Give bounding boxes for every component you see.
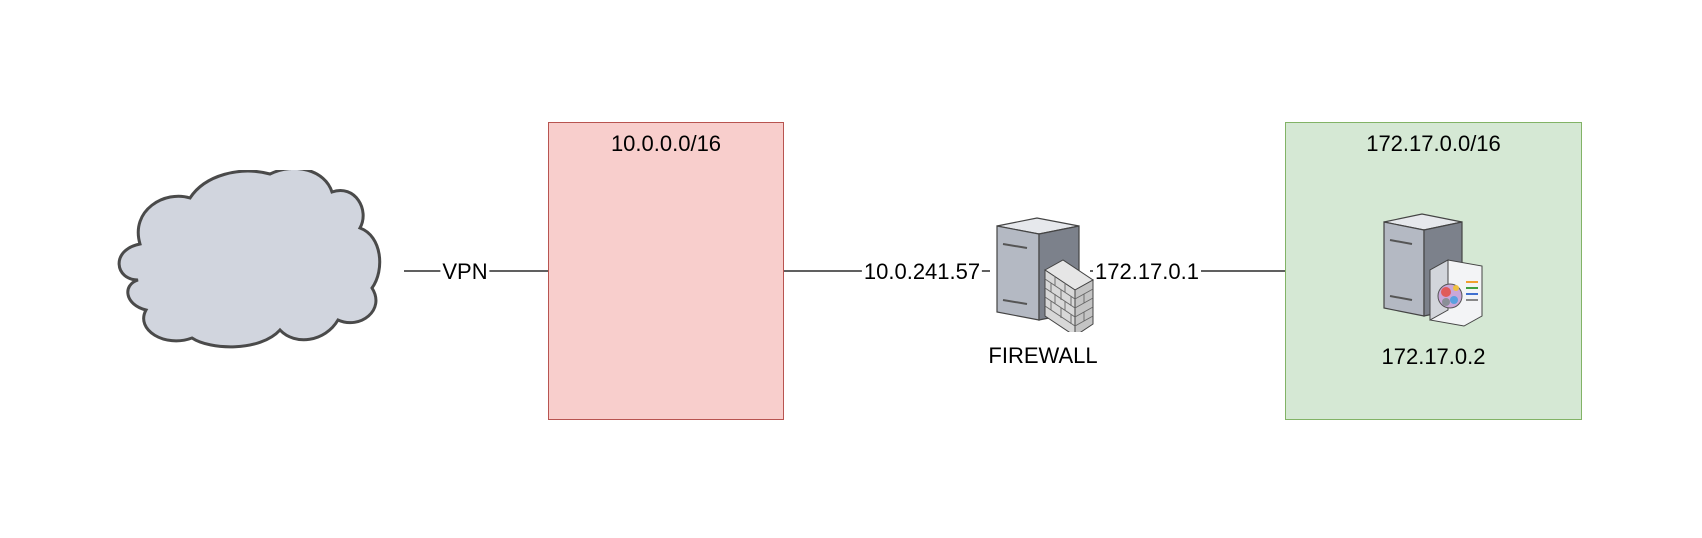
internet-cloud-icon [117,170,382,349]
network-zone-10-label: 10.0.0.0/16 [610,131,722,156]
server-ip-label: 172.17.0.2 [1381,344,1486,369]
firewall-server-icon [996,217,1094,332]
firewall-left-ip-label: 10.0.241.57 [861,259,983,285]
vpn-link-label: VPN [440,259,490,285]
firewall-label: FIREWALL [988,343,1098,368]
application-server-icon [1383,213,1483,327]
network-zone-172-label: 172.17.0.0/16 [1366,131,1501,156]
network-zone-10: 10.0.0.0/16 [548,122,784,420]
firewall-right-ip-label: 172.17.0.1 [1093,259,1201,285]
